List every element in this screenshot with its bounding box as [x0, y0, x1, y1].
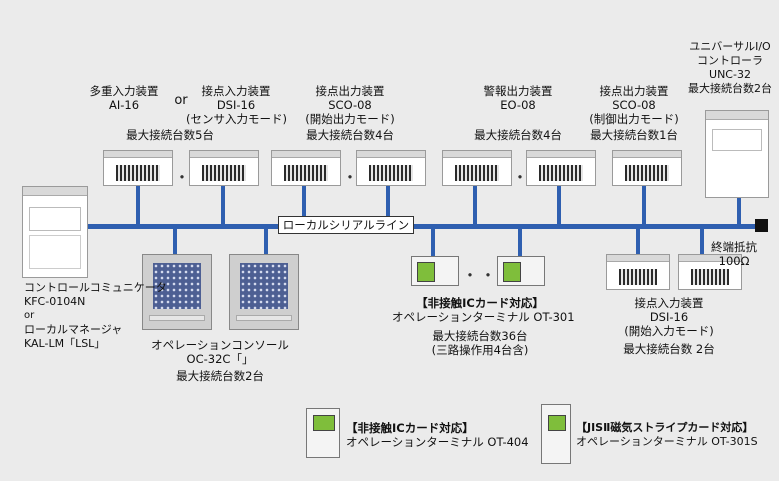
operation-console-2 [229, 254, 299, 330]
device-sco-start-2 [356, 150, 426, 186]
device-sco-control [612, 150, 682, 186]
terminal-ot301-1 [411, 256, 459, 286]
terminal-ot301s [541, 404, 571, 464]
device-dsi-start-2 [678, 254, 742, 290]
terminal-ot301-2 [497, 256, 545, 286]
drop-dsi-sensor [221, 184, 225, 226]
drop-console-1 [173, 226, 177, 256]
local-serial-line [88, 224, 756, 229]
local-serial-line-label: ローカルシリアルライン [278, 216, 414, 234]
device-eo-2 [526, 150, 596, 186]
drop-dsi-start-1 [636, 226, 640, 256]
label-ot301: 【非接触ICカード対応】 オペレーションターミナル OT-301 最大接続台数3… [392, 296, 575, 357]
drop-eo-1 [473, 184, 477, 226]
operation-console-1 [142, 254, 212, 330]
label-eo-max: 最大接続台数4台 [474, 128, 562, 142]
label-controller: コントロールコミュニケータ KFC-0104N or ローカルマネージャ KAL… [24, 281, 167, 350]
drop-ot301-2 [518, 226, 522, 258]
label-ot301s: 【JISⅡ磁気ストライプカード対応】オペレーションターミナル OT-301S [576, 421, 758, 448]
terminal-ot404 [306, 408, 340, 458]
drop-universal [737, 196, 741, 226]
drop-dsi-start-2 [700, 226, 704, 256]
device-eo-1 [442, 150, 512, 186]
device-sco-start-1 [271, 150, 341, 186]
device-multi-input [103, 150, 173, 186]
label-max5: 最大接続台数5台 [126, 128, 214, 142]
device-controller [22, 186, 88, 278]
device-dsi-sensor [189, 150, 259, 186]
drop-console-2 [264, 226, 268, 256]
drop-sco-control [642, 184, 646, 226]
label-sco-control-max: 最大接続台数1台 [590, 128, 678, 142]
drop-sco-start-1 [302, 184, 306, 226]
drop-sco-start-2 [386, 184, 390, 226]
terminator-resistor [755, 219, 768, 232]
label-or-1: or [174, 93, 188, 108]
drop-ot301-1 [431, 226, 435, 258]
device-universal-io [705, 110, 769, 198]
drop-multi-input [136, 184, 140, 226]
label-ot404: 【非接触ICカード対応】オペレーションターミナル OT-404 [346, 421, 529, 449]
drop-eo-2 [557, 184, 561, 226]
device-dsi-start-1 [606, 254, 670, 290]
label-sco-start-max: 最大接続台数4台 [306, 128, 394, 142]
